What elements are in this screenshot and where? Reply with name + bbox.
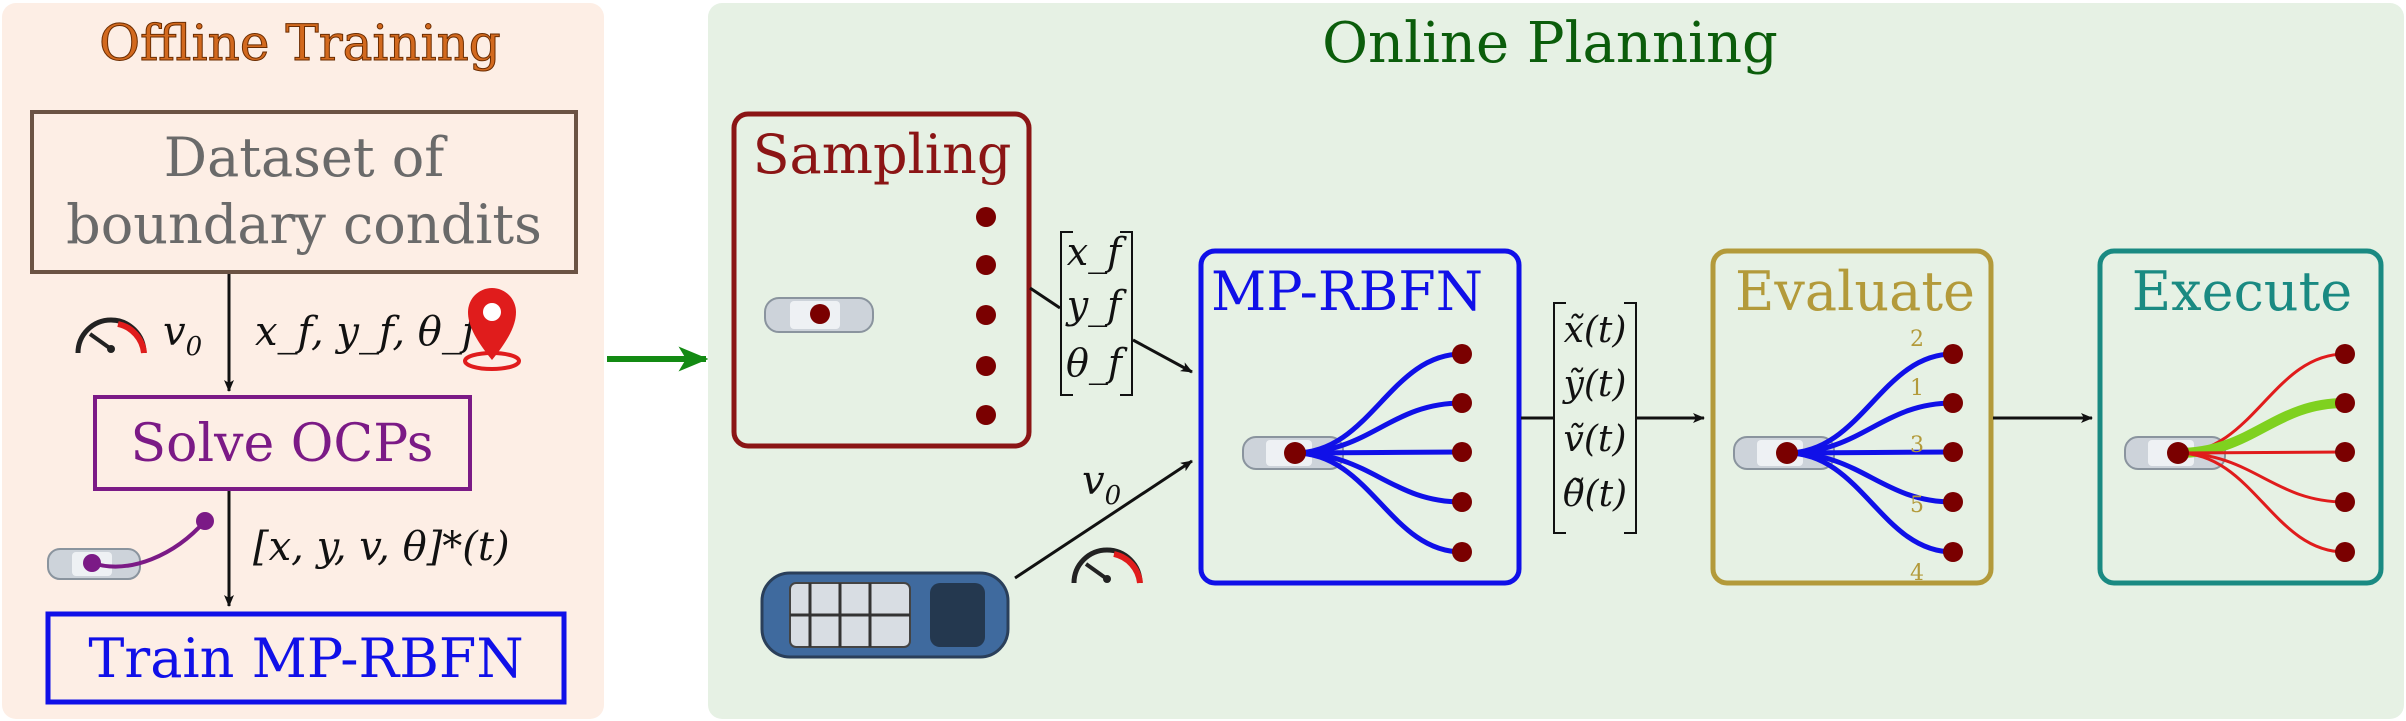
v0-base: v xyxy=(163,309,186,355)
execute-endpoint-3 xyxy=(2335,442,2355,462)
location-pin-icon xyxy=(463,288,521,371)
ocp-trajectory xyxy=(91,519,207,569)
mprbfn-trajectories xyxy=(1284,344,1472,562)
evaluated-trajectories xyxy=(1776,344,1963,562)
mprbfn-box xyxy=(1198,248,1522,586)
evaluate-label: Evaluate xyxy=(1735,260,1975,323)
sampled-goal-dot-4 xyxy=(976,356,996,376)
output-v: ṽ(t) xyxy=(1564,419,1627,460)
online-v0-label: v0 xyxy=(1082,458,1121,511)
v0-subscript: 0 xyxy=(1105,481,1122,511)
online-planning-panel: Online Planning Sampling x_f y_f θ_f xyxy=(708,3,2404,719)
arrow-vehicle-to-mprbfn xyxy=(1014,459,1193,580)
sampling-box xyxy=(731,111,1032,449)
dataset-line-1: Dataset of xyxy=(164,126,448,189)
execute-trajectory-3 xyxy=(2177,450,2346,455)
execute-endpoint-5 xyxy=(2335,542,2355,562)
online-title: Online Planning xyxy=(1322,11,1778,76)
trajectory-state-label: [x, y, v, θ]*(t) xyxy=(253,524,510,570)
evaluate-endpoint-2 xyxy=(1943,393,1963,413)
output-x: x̃(t) xyxy=(1564,310,1627,351)
mprbfn-trajectory-5 xyxy=(1294,450,1463,555)
start-dot xyxy=(810,304,830,324)
mprbfn-endpoint-1 xyxy=(1452,344,1472,364)
goal-vector-x: x_f xyxy=(1067,230,1127,275)
goal-vector-y: y_f xyxy=(1065,283,1127,328)
solve-ocps-box xyxy=(93,395,472,491)
rank-label-4: 5 xyxy=(1910,493,1924,518)
execute-endpoint-1 xyxy=(2335,344,2355,364)
execute-trajectory-5 xyxy=(2177,451,2346,554)
evaluate-start-dot xyxy=(1776,442,1798,464)
arrow-vector-to-mprbfn xyxy=(1132,338,1193,374)
mprbfn-endpoint-4 xyxy=(1452,492,1472,512)
evaluate-endpoint-4 xyxy=(1943,492,1963,512)
v0-base: v xyxy=(1082,458,1105,504)
rank-label-1: 2 xyxy=(1910,327,1924,352)
execute-trajectory-2 xyxy=(2177,398,2346,458)
mprbfn-start-dot xyxy=(1284,442,1306,464)
execute-endpoint-4 xyxy=(2335,492,2355,512)
sampled-goal-dot-2 xyxy=(976,255,996,275)
rank-label-5: 4 xyxy=(1910,561,1924,586)
offline-goal-label: x_f, y_f, θ_f xyxy=(255,309,483,355)
vehicle-top-view-icon xyxy=(760,571,1010,659)
trajectory-start-dot xyxy=(83,554,101,572)
execute-start-dot xyxy=(2167,442,2189,464)
offline-training-panel: Offline Training Dataset of boundary con… xyxy=(2,3,604,719)
sampled-goal-dot-5 xyxy=(976,405,996,425)
evaluate-trajectory-5 xyxy=(1786,450,1954,555)
online-panel-background xyxy=(708,3,2404,719)
sampled-goal-dot-3 xyxy=(976,305,996,325)
executed-trajectories xyxy=(2167,344,2355,562)
sampled-goal-dot-1 xyxy=(976,207,996,227)
evaluate-endpoint-3 xyxy=(1943,442,1963,462)
evaluate-endpoint-1 xyxy=(1943,344,1963,364)
mprbfn-endpoint-5 xyxy=(1452,542,1472,562)
mprbfn-endpoint-2 xyxy=(1452,393,1472,413)
execute-label: Execute xyxy=(2132,260,2353,323)
solve-ocps-label: Solve OCPs xyxy=(131,414,434,474)
goal-vector: x_f y_f θ_f xyxy=(1060,230,1133,396)
sampled-goals xyxy=(976,207,996,425)
trajectory-ranks: 2 1 3 5 4 xyxy=(1910,327,1924,586)
speedometer-icon xyxy=(1071,547,1143,584)
sampling-label: Sampling xyxy=(753,123,1012,186)
execute-trajectory-4 xyxy=(2177,451,2346,504)
speedometer-icon xyxy=(75,317,147,354)
goal-vector-theta: θ_f xyxy=(1066,341,1128,386)
dataset-line-2: boundary condits xyxy=(66,193,542,256)
output-theta: θ̃(t) xyxy=(1563,474,1627,515)
evaluate-endpoint-5 xyxy=(1943,542,1963,562)
rank-label-2: 1 xyxy=(1910,376,1924,401)
rank-label-3: 3 xyxy=(1910,433,1924,458)
v0-subscript: 0 xyxy=(186,332,203,362)
evaluate-box xyxy=(1710,248,1994,586)
execute-endpoint-2 xyxy=(2335,393,2355,413)
trajectory-end-dot xyxy=(196,512,214,530)
train-mprbfn-box xyxy=(45,611,567,705)
offline-title: Offline Training xyxy=(99,14,501,72)
connector-sampling-to-vector xyxy=(1029,286,1061,310)
execute-box xyxy=(2097,248,2384,586)
output-y: ỹ(t) xyxy=(1562,364,1627,405)
dataset-box xyxy=(30,110,578,274)
offline-v0-label: v0 xyxy=(163,309,202,362)
offline-panel-background xyxy=(2,3,604,719)
mprbfn-endpoint-3 xyxy=(1452,442,1472,462)
mprbfn-label: MP-RBFN xyxy=(1211,260,1483,323)
output-vector: x̃(t) ỹ(t) ṽ(t) θ̃(t) xyxy=(1553,302,1637,534)
train-mprbfn-label: Train MP-RBFN xyxy=(88,627,523,690)
